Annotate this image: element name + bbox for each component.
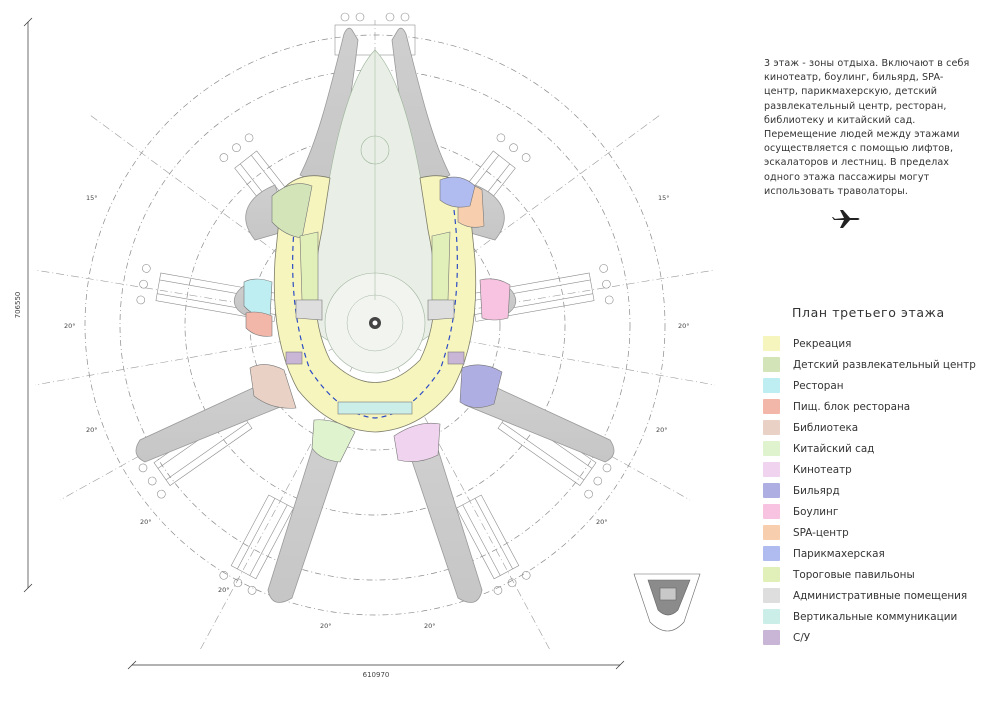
- legend-swatch: [763, 567, 780, 582]
- legend-item: Рекреация: [763, 333, 976, 354]
- floor-description: 3 этаж - зоны отдыха. Включают в себя ки…: [764, 58, 970, 197]
- legend-swatch: [763, 504, 780, 519]
- legend-swatch: [763, 462, 780, 477]
- angle-label: 15°: [86, 194, 98, 202]
- legend-label: Китайский сад: [793, 442, 875, 455]
- legend-label: SPA-центр: [793, 526, 849, 539]
- legend-label: Вертикальные коммуникации: [793, 610, 958, 623]
- angle-labels: 15° 15° 20° 20° 20° 20° 20° 20° 20° 20° …: [64, 194, 690, 630]
- detail-inset: [633, 573, 701, 632]
- legend-swatch: [763, 378, 780, 393]
- angle-label: 20°: [678, 322, 690, 330]
- legend-item: Библиотека: [763, 417, 976, 438]
- legend-label: Бильярд: [793, 484, 840, 497]
- legend-label: Пищ. блок ресторана: [793, 400, 911, 413]
- legend-item: Ресторан: [763, 375, 976, 396]
- legend-label: Тороговые павильоны: [793, 568, 915, 581]
- legend-label: Административные помещения: [793, 589, 968, 602]
- angle-label: 20°: [86, 426, 98, 434]
- airplane-icon: [832, 210, 860, 228]
- function-zones: [243, 176, 511, 463]
- angle-label: 20°: [320, 622, 332, 630]
- angle-label: 20°: [596, 518, 608, 526]
- legend-label: С/У: [793, 631, 811, 644]
- legend-swatch: [763, 441, 780, 456]
- legend-label: Рекреация: [793, 337, 852, 350]
- legend-swatch: [763, 357, 780, 372]
- legend-label: Кинотеатр: [793, 463, 852, 476]
- floor-plan: 706550 610970 15° 15° 20° 20° 20° 20° 20…: [14, 12, 716, 679]
- legend-label: Библиотека: [793, 421, 859, 434]
- legend-swatch: [763, 525, 780, 540]
- legend-item: Кинотеатр: [763, 459, 976, 480]
- legend-item: Детский развлекательный центр: [763, 354, 976, 375]
- legend-label: Детский развлекательный центр: [793, 358, 976, 371]
- central-atrium: [299, 49, 451, 374]
- dimension-lines: [23, 17, 625, 670]
- legend-swatch: [763, 483, 780, 498]
- angle-label: 20°: [218, 586, 230, 594]
- legend-item: SPA-центр: [763, 522, 976, 543]
- legend-swatch: [763, 630, 780, 645]
- angle-label: 20°: [424, 622, 436, 630]
- legend-label: Ресторан: [793, 379, 844, 392]
- angle-label: 20°: [656, 426, 668, 434]
- legend-swatch: [763, 420, 780, 435]
- legend-item: Вертикальные коммуникации: [763, 606, 976, 627]
- legend-item: Тороговые павильоны: [763, 564, 976, 585]
- angle-label: 15°: [658, 194, 670, 202]
- legend-label: Парикмахерская: [793, 547, 885, 560]
- legend-item: Китайский сад: [763, 438, 976, 459]
- legend-item: Боулинг: [763, 501, 976, 522]
- dimension-height: 706550: [14, 292, 22, 319]
- legend-item: С/У: [763, 627, 976, 648]
- legend-swatch: [763, 336, 780, 351]
- legend-label: Боулинг: [793, 505, 839, 518]
- legend-item: Административные помещения: [763, 585, 976, 606]
- legend-swatch: [763, 588, 780, 603]
- legend-item: Бильярд: [763, 480, 976, 501]
- angle-label: 20°: [140, 518, 152, 526]
- legend: Рекреация Детский развлекательный центр …: [763, 333, 976, 648]
- legend-swatch: [763, 546, 780, 561]
- legend-swatch: [763, 399, 780, 414]
- dimension-width: 610970: [363, 671, 390, 679]
- legend-item: Пищ. блок ресторана: [763, 396, 976, 417]
- legend-item: Парикмахерская: [763, 543, 976, 564]
- legend-swatch: [763, 609, 780, 624]
- angle-label: 20°: [64, 322, 76, 330]
- legend-title: План третьего этажа: [792, 305, 945, 320]
